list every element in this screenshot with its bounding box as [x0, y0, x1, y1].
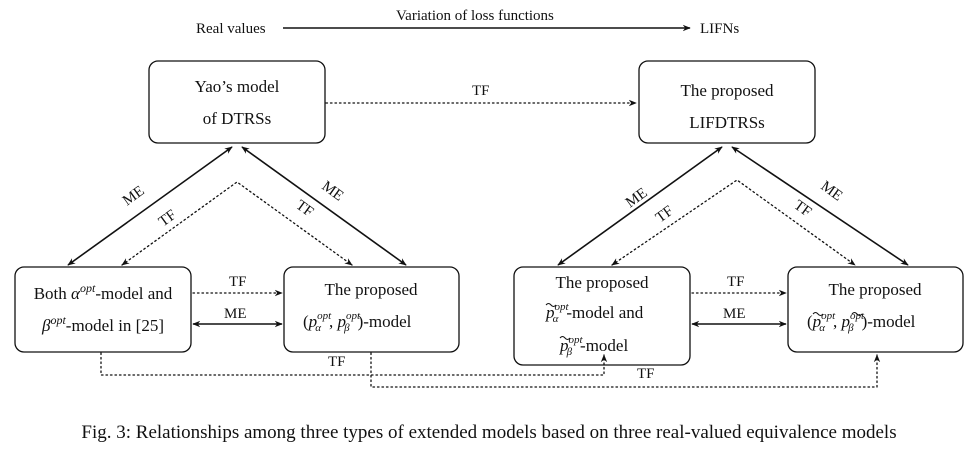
box-yao-model — [148, 60, 326, 144]
yao-line1: Yao’s model — [195, 77, 280, 96]
header-real-values: Real values — [196, 21, 266, 37]
prop-tilde2-line1: The proposed — [828, 280, 922, 299]
both-line1: Both αopt-model and — [34, 281, 173, 303]
label-me-both-prop: ME — [224, 306, 247, 322]
label-tf-left-b: TF — [293, 197, 317, 220]
figure-caption: Fig. 3: Relationships among three types … — [81, 422, 896, 443]
tilde-p-alpha-1 — [545, 303, 557, 307]
label-tf-right-b: TF — [791, 197, 815, 220]
header-lifns: LIFNs — [700, 21, 739, 37]
yao-line2: of DTRSs — [203, 109, 271, 128]
box-both-models — [14, 266, 192, 353]
tilde-p-beta-1 — [559, 336, 571, 340]
edge-me-lif-tilde — [557, 146, 723, 266]
label-tf-bottom-b: TF — [637, 366, 655, 382]
edge-me-lif-tilde2 — [731, 146, 909, 266]
label-me-right-a: ME — [623, 185, 651, 211]
label-tf-tilde-tilde2: TF — [727, 274, 745, 290]
label-me-right-b: ME — [818, 178, 846, 204]
box-lifdtrs — [638, 60, 816, 144]
prop-p-line1: The proposed — [324, 280, 418, 299]
label-me-tilde-tilde2: ME — [723, 306, 746, 322]
lifdtrs-line2: LIFDTRSs — [689, 113, 765, 132]
box-proposed-tilde-p-model — [787, 266, 964, 353]
both-line2: βopt-model in [25] — [41, 313, 164, 335]
label-tf-both-prop: TF — [229, 274, 247, 290]
label-me-left-b: ME — [319, 178, 347, 204]
edge-me-yao-prop — [241, 146, 407, 266]
label-me-left-a: ME — [120, 183, 148, 209]
tilde-p-beta-2 — [851, 312, 863, 316]
header-variation: Variation of loss functions — [396, 8, 554, 24]
label-tf-right-a: TF — [653, 203, 677, 226]
tilde-p-alpha-2 — [812, 312, 824, 316]
box-proposed-p-model — [283, 266, 460, 353]
label-tf-top: TF — [472, 83, 490, 99]
box-proposed-tilde-models — [513, 266, 691, 366]
lifdtrs-line1: The proposed — [680, 81, 774, 100]
edge-tf-right-apex — [611, 179, 856, 266]
label-tf-left-a: TF — [156, 207, 180, 230]
edge-tf-left-apex — [121, 181, 353, 266]
edge-me-yao-both — [67, 146, 233, 266]
label-tf-bottom-a: TF — [328, 354, 346, 370]
prop-tilde-line1: The proposed — [555, 273, 649, 292]
edge-tf-both-to-tilde — [100, 352, 608, 376]
